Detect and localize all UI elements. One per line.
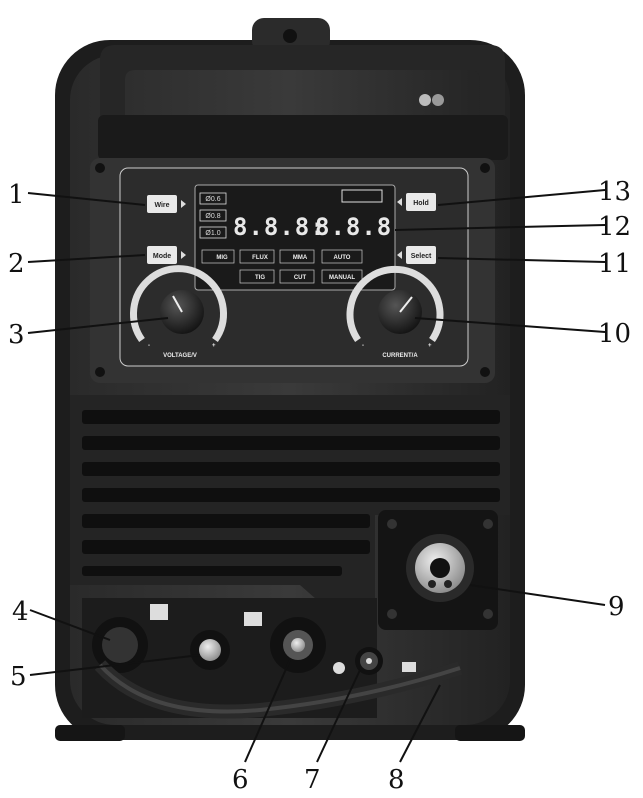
wire-button[interactable]	[147, 195, 177, 213]
auto-indicator: AUTO	[334, 255, 351, 261]
callout-13: 13	[598, 177, 631, 207]
lcd-display	[194, 184, 396, 291]
top-right-button-label: Hold	[413, 200, 429, 207]
gas-label-icon	[244, 612, 262, 626]
mode-button[interactable]	[147, 246, 177, 264]
wire-size-2: Ø0.8	[205, 213, 220, 220]
voltage-readout: 8.8.8:	[233, 213, 326, 241]
mode-mma: MMA	[293, 255, 308, 261]
callout-7: 7	[304, 765, 321, 795]
wire-size-1: Ø0.6	[205, 196, 220, 203]
wire-button-label: Wire	[154, 202, 169, 209]
callout-3: 3	[8, 320, 25, 350]
callout-2: 2	[8, 249, 25, 279]
mode-cut: CUT	[294, 275, 307, 281]
polarity-label-icon	[150, 604, 168, 620]
select-button-label: Select	[411, 253, 432, 260]
current-plus: +	[428, 343, 432, 349]
mode-mig: MIG	[216, 255, 228, 261]
hook-screw	[283, 29, 297, 43]
callout-8: 8	[388, 765, 405, 795]
wire-size-3: Ø1.0	[205, 230, 220, 237]
mode-tig: TIG	[255, 275, 265, 281]
voltage-label: VOLTAGE/V	[163, 353, 197, 359]
current-scale-arc	[346, 265, 444, 342]
control-panel: Wire Mode Hold Select Ø0.6 Ø0.8 Ø1.0 8.8…	[90, 158, 495, 383]
torch-connector	[378, 510, 498, 630]
callout-4: 4	[12, 597, 29, 627]
top-right-button[interactable]	[406, 193, 436, 211]
mode-button-label: Mode	[153, 253, 171, 260]
callout-10: 10	[598, 319, 631, 349]
vent-grille	[70, 395, 510, 620]
select-button[interactable]	[406, 246, 436, 264]
callout-1: 1	[8, 180, 25, 210]
callout-9: 9	[608, 592, 625, 622]
bottom-sockets	[82, 598, 463, 719]
voltage-scale-arc	[130, 265, 227, 343]
current-label: CURRENT/A	[382, 353, 418, 359]
select-button-arrow-icon	[397, 251, 402, 259]
callout-12: 12	[598, 212, 631, 242]
current-readout: 8.8.8	[315, 213, 392, 241]
mode-button-arrow-icon	[181, 251, 186, 259]
callout-11: 11	[598, 249, 631, 279]
callout-lines	[27, 189, 606, 763]
manual-indicator: MANUAL	[329, 275, 355, 281]
battery-icon	[341, 189, 383, 203]
top-right-arrow-icon	[397, 198, 402, 206]
callout-6: 6	[232, 765, 249, 795]
handle-bar	[98, 115, 508, 160]
voltage-minus: -	[148, 343, 150, 349]
mode-flux: FLUX	[252, 255, 268, 261]
callout-5: 5	[10, 662, 27, 692]
right-foot	[455, 725, 525, 741]
carry-handle	[100, 45, 505, 150]
left-foot	[55, 725, 125, 741]
current-minus: -	[362, 343, 364, 349]
voltage-plus: +	[212, 343, 216, 349]
wire-button-arrow-icon	[181, 200, 186, 208]
